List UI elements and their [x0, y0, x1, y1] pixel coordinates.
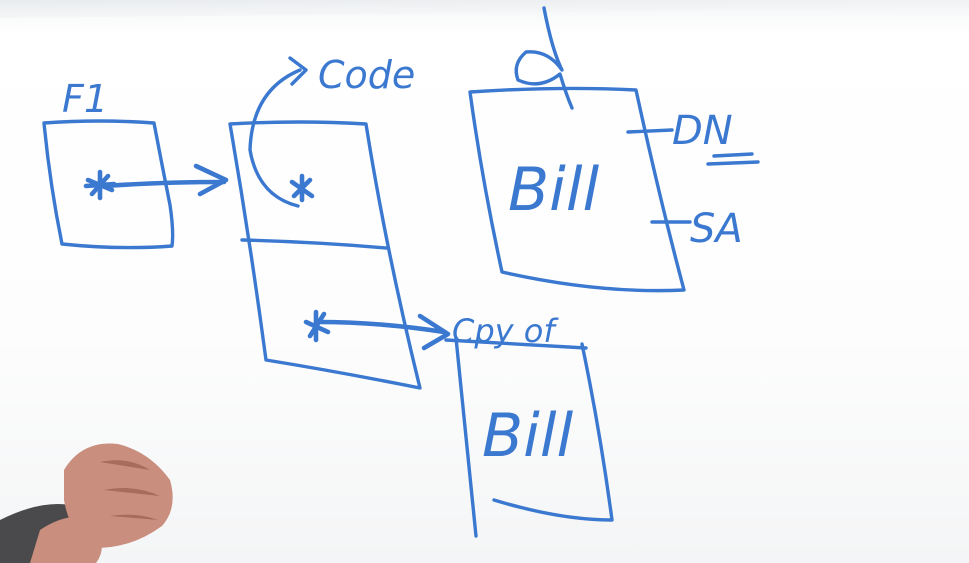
dn-label: DN [672, 108, 733, 154]
copy-arrow-head [417, 313, 451, 351]
code-arrow-head [288, 56, 308, 86]
object-box-divider [240, 238, 388, 250]
sa-label: SA [690, 206, 743, 252]
bill-original-text: Bill [508, 155, 600, 225]
f1-label: F1 [62, 77, 108, 121]
f1-pointer-star-icon [83, 169, 117, 201]
presenter-hand [0, 443, 173, 563]
copy-pointer-star-icon [303, 309, 331, 343]
bill-original-box [468, 86, 686, 293]
f1-arrow-head [193, 163, 229, 197]
code-label: Code [318, 53, 415, 97]
object-box [228, 120, 422, 390]
f1-to-object-arrow [103, 179, 227, 189]
dn-connector [626, 128, 674, 134]
copy-strike-line [444, 338, 588, 350]
code-curve-arrow [248, 68, 302, 208]
bill-original-handle [514, 6, 574, 110]
object-to-copy-arrow [315, 319, 447, 335]
f1-box [42, 119, 175, 250]
copy-box [454, 336, 614, 538]
dn-underline [706, 152, 760, 166]
code-pointer-star-icon [289, 173, 315, 203]
bill-copy-text: Bill [482, 401, 574, 471]
